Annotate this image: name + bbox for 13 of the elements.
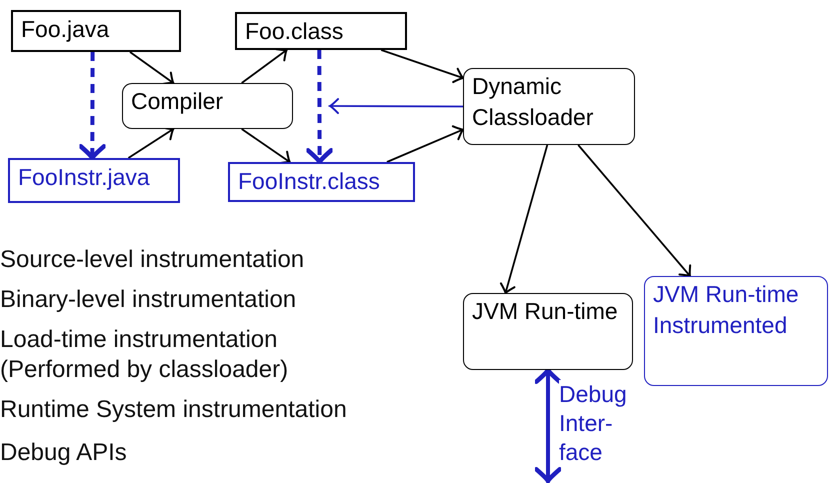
list-item: Binary-level instrumentation xyxy=(0,285,298,315)
process-box: JVM Run-time xyxy=(463,293,633,370)
instrumented-file-box: FooInstr.class xyxy=(228,162,415,202)
list-item: Runtime System instrumentation xyxy=(0,395,348,425)
list-item: Load-time instrumentation (Performed by classloader) xyxy=(0,325,290,385)
instrumented-file-box: FooInstr.java xyxy=(8,158,180,203)
file-box: Foo.class xyxy=(235,12,407,50)
file-box: Foo.java xyxy=(11,10,181,52)
process-box: Compiler xyxy=(122,83,293,129)
list-item: Source-level instrumentation xyxy=(0,245,306,275)
list-item: Debug APIs xyxy=(0,438,128,468)
instrumented-process-box: JVM Run-time Instrumented xyxy=(644,276,828,386)
process-box: Dynamic Classloader xyxy=(463,68,635,145)
